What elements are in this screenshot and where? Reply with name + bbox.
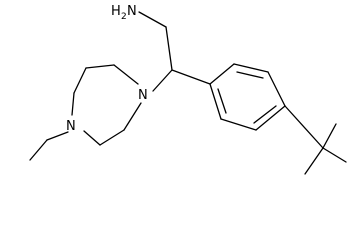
amine-n-label: N [127, 4, 137, 19]
bond-ch-aryl [171, 69, 211, 85]
amine-h-label: H [111, 4, 121, 19]
piperazine-n-bottom-label: N [66, 119, 76, 134]
piperazine-n-top-label: N [138, 88, 148, 103]
bond-ar-4 [255, 105, 286, 131]
bond-pip-5 [83, 130, 101, 146]
bond-ar-double-3 [217, 88, 227, 114]
amine-subscript-label: 2 [121, 12, 127, 22]
bond-ar-6 [209, 83, 222, 120]
bond-pip-2 [85, 64, 115, 69]
bond-tbu-up [322, 123, 337, 149]
bond-ar-5 [220, 118, 257, 131]
bond-tbu-down [304, 147, 324, 175]
bond-nh2-ch2 [138, 11, 167, 28]
bond-ar-double-2 [253, 105, 277, 124]
bond-pip-1 [113, 64, 139, 85]
bond-pip-4 [71, 92, 75, 116]
bonds [29, 11, 347, 175]
bond-pip-7 [123, 102, 142, 131]
bond-ch2-ch [165, 26, 173, 71]
bond-ar-double-1 [236, 71, 264, 79]
bond-ethyl-2 [29, 139, 48, 161]
bond-pip-6 [99, 129, 125, 146]
structure-diagram: H 2 N N N [29, 4, 347, 175]
bond-ar-1 [209, 63, 235, 85]
bond-ar-2 [233, 63, 269, 73]
atom-labels: H 2 N N N [66, 4, 148, 134]
bond-ch-piperazine-n [152, 69, 173, 92]
bond-tbu-stem [284, 105, 324, 149]
bond-ar-3 [267, 71, 286, 107]
bond-ethyl-1 [46, 131, 69, 141]
bond-tbu-right [322, 147, 347, 163]
bond-pip-3 [73, 67, 87, 94]
